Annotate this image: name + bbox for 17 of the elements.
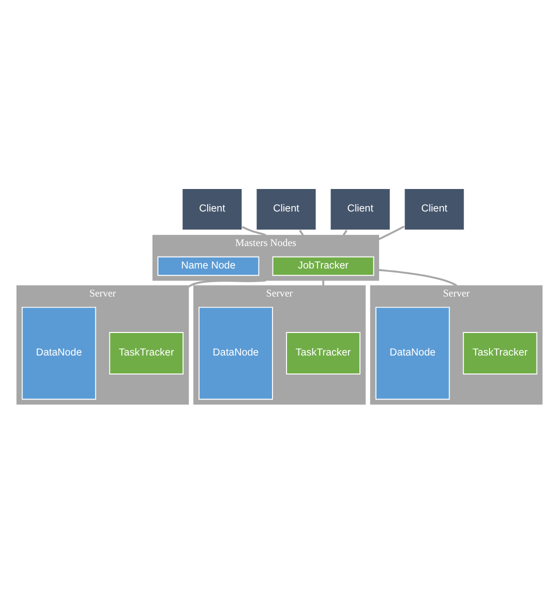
connector: [242, 226, 266, 236]
node-box: Client: [182, 188, 243, 231]
connector: [298, 230, 304, 236]
node-box: DataNode: [22, 306, 96, 400]
node-box: TaskTracker: [462, 332, 538, 374]
node-box: TaskTracker: [109, 332, 184, 374]
connector: [342, 230, 348, 236]
node-box: Client: [256, 188, 317, 231]
node-box: DataNode: [198, 306, 273, 400]
node-box: TaskTracker: [286, 332, 360, 374]
node-box: Name Node: [157, 256, 260, 276]
node-box: Client: [404, 188, 465, 231]
node-box: JobTracker: [272, 256, 374, 276]
node-box: DataNode: [375, 306, 450, 400]
connector: [378, 269, 458, 286]
connector: [378, 226, 405, 240]
node-box: Client: [330, 188, 391, 231]
